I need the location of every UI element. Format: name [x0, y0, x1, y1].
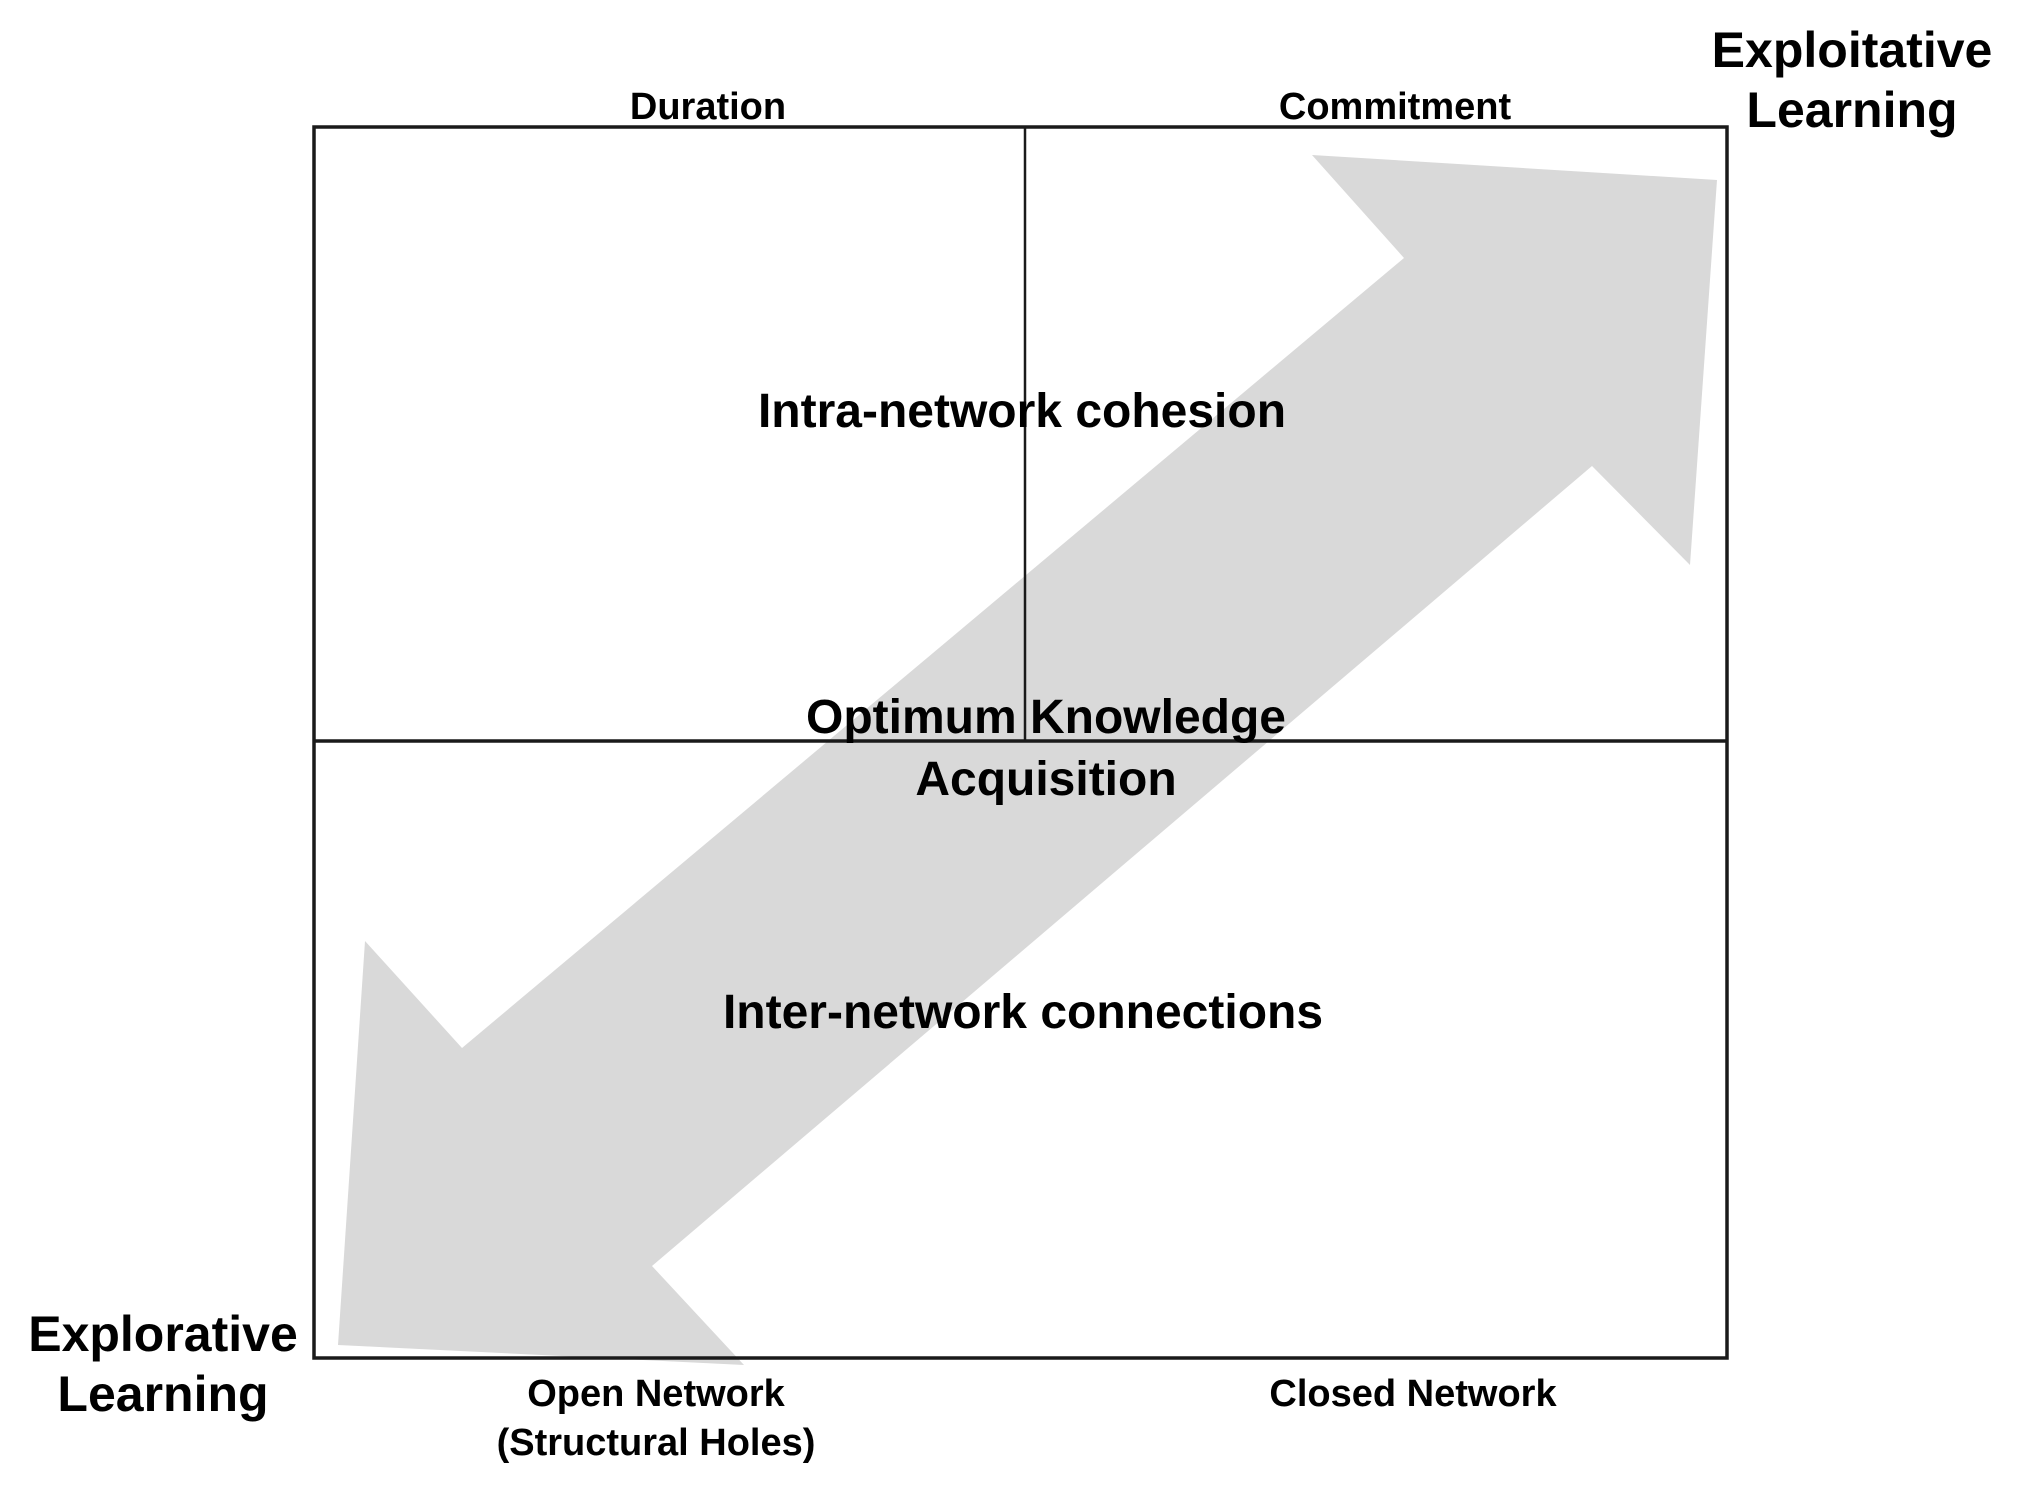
optimum-knowledge-acquisition-label: Optimum Knowledge Acquisition: [806, 691, 1286, 806]
open-network-axis-label: Open Network (Structural Holes): [496, 1373, 816, 1464]
intra-network-cohesion-label: Intra-network cohesion: [757, 385, 1287, 438]
exploitative-learning-label: Exploitative Learning: [1711, 22, 1993, 138]
closed-network-axis-label: Closed Network: [1269, 1373, 1557, 1415]
commitment-axis-label: Commitment: [1278, 86, 1512, 128]
double-headed-arrow: [338, 155, 1717, 1365]
explorative-learning-label: Explorative Learning: [28, 1306, 298, 1422]
inter-network-connections-label: Inter-network connections: [722, 986, 1324, 1039]
duration-axis-label: Duration: [629, 86, 787, 128]
